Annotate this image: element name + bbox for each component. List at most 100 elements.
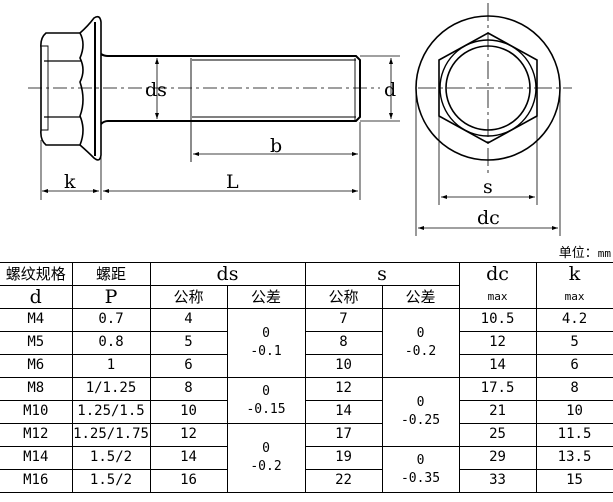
s-label: s [483,176,493,198]
tol-lower: -0.2 [250,459,282,474]
tol-upper: 0 [262,441,270,457]
header-s-tolerance: 公差 [381,285,460,309]
header-pitch: 螺距 [71,262,151,286]
k-label: k [64,171,76,193]
table-row: M10 1.25/1.5 10 14 21 10 [0,400,613,424]
cell-s-tolerance: 0 -0.25 [381,377,460,447]
header-ds-nominal: 公称 [149,285,228,309]
cell-p: 0.8 [71,331,151,355]
cell-p: 1 [71,354,151,378]
cell-p: 1.5/2 [71,469,151,493]
tol-upper: 0 [416,395,425,411]
cell-ds: 5 [149,331,228,355]
cell-p: 1.5/2 [71,446,151,470]
cell-d: M8 [0,377,73,401]
table-row: M4 0.7 4 0 -0.1 7 0 -0.2 10.5 4.2 [0,308,613,378]
cell-s: 17 [304,423,383,447]
cell-ds: 10 [149,400,228,424]
cell-s: 10 [304,354,383,378]
cell-s: 14 [304,400,383,424]
unit-label: 单位： [558,246,598,261]
header-s-nominal: 公称 [304,285,383,309]
tol-upper: 0 [416,452,425,468]
table-row: M14 1.5/2 14 19 0 -0.35 29 13.5 [0,446,613,493]
cell-k: 13.5 [535,446,613,470]
tol-lower: -0.35 [400,470,441,486]
bolt-side-view [28,15,400,200]
tol-upper: 0 [416,326,425,342]
cell-d: M12 [0,423,73,447]
hex-flange-bolt-drawing: ds d b k L s dc [28,3,572,236]
cell-s: 8 [304,331,383,355]
cell-s-tolerance: 0 -0.35 [381,446,460,493]
table-row: M12 1.25/1.75 12 0 -0.2 17 25 11.5 [0,423,613,493]
cell-p: 1/1.25 [71,377,151,401]
dc-label: dc [477,207,500,229]
dimension-table: 螺纹规格 螺距 ds s dc k d P 公称 公差 公称 公差 max ma… [0,262,613,493]
table-row: M8 1/1.25 8 0 -0.15 12 0 -0.25 17.5 8 [0,377,613,447]
L-label: L [226,171,239,193]
cell-ds-tolerance: 0 -0.15 [226,377,306,424]
cell-p: 1.25/1.5 [71,400,151,424]
tol-lower: -0.1 [250,344,282,359]
cell-k: 6 [535,354,613,378]
header-ds: ds [149,262,306,286]
cell-k: 4.2 [535,308,613,332]
cell-k: 11.5 [535,423,613,447]
table-row: M16 1.5/2 16 22 33 15 [0,469,613,493]
cell-s: 19 [304,446,383,470]
tol-upper: 0 [262,383,270,399]
cell-k: 5 [535,331,613,355]
unit-note: 单位：mm [559,242,611,261]
header-s: s [304,262,460,286]
header-k: k [535,262,613,286]
bolt-end-view [415,3,572,236]
header-p-symbol: P [71,285,151,309]
cell-ds: 14 [149,446,228,470]
cell-d: M6 [0,354,73,378]
header-k-max: max [535,285,613,309]
cell-dc: 21 [458,400,537,424]
cell-k: 8 [535,377,613,401]
b-label: b [270,135,282,157]
cell-dc: 25 [458,423,537,447]
cell-p: 0.7 [71,308,151,332]
cell-s: 12 [304,377,383,401]
header-row-2: d P 公称 公差 公称 公差 max max [0,285,613,309]
tol-lower: -0.2 [404,344,437,359]
table-row: M6 1 6 10 14 6 [0,354,613,378]
cell-dc: 12 [458,331,537,355]
table-row: M5 0.8 5 8 12 5 [0,331,613,355]
cell-dc: 10.5 [458,308,537,332]
header-thread-spec: 螺纹规格 [0,262,73,286]
tol-upper: 0 [262,326,270,342]
cell-d: M5 [0,331,73,355]
cell-s: 22 [304,469,383,493]
tol-lower: -0.25 [400,413,441,428]
cell-ds: 16 [149,469,228,493]
cell-ds: 6 [149,354,228,378]
cell-ds-tolerance: 0 -0.2 [226,423,306,493]
header-ds-tolerance: 公差 [226,285,306,309]
cell-d: M4 [0,308,73,332]
cell-p: 1.25/1.75 [71,423,151,447]
tol-lower: -0.15 [246,401,286,417]
cell-k: 15 [535,469,613,493]
header-dc-max: max [458,285,537,309]
cell-d: M10 [0,400,73,424]
cell-d: M16 [0,469,73,493]
cell-ds: 8 [149,377,228,401]
header-dc: dc [458,262,537,286]
unit-value: mm [597,247,611,260]
header-row-1: 螺纹规格 螺距 ds s dc k [0,262,613,286]
cell-dc: 33 [458,469,537,493]
cell-ds: 4 [149,308,228,332]
cell-dc: 17.5 [458,377,537,401]
cell-s: 7 [304,308,383,332]
d-label: d [384,79,396,101]
cell-dc: 14 [458,354,537,378]
cell-dc: 29 [458,446,537,470]
cell-d: M14 [0,446,73,470]
ds-label: ds [145,79,167,101]
cell-ds-tolerance: 0 -0.1 [226,308,306,378]
